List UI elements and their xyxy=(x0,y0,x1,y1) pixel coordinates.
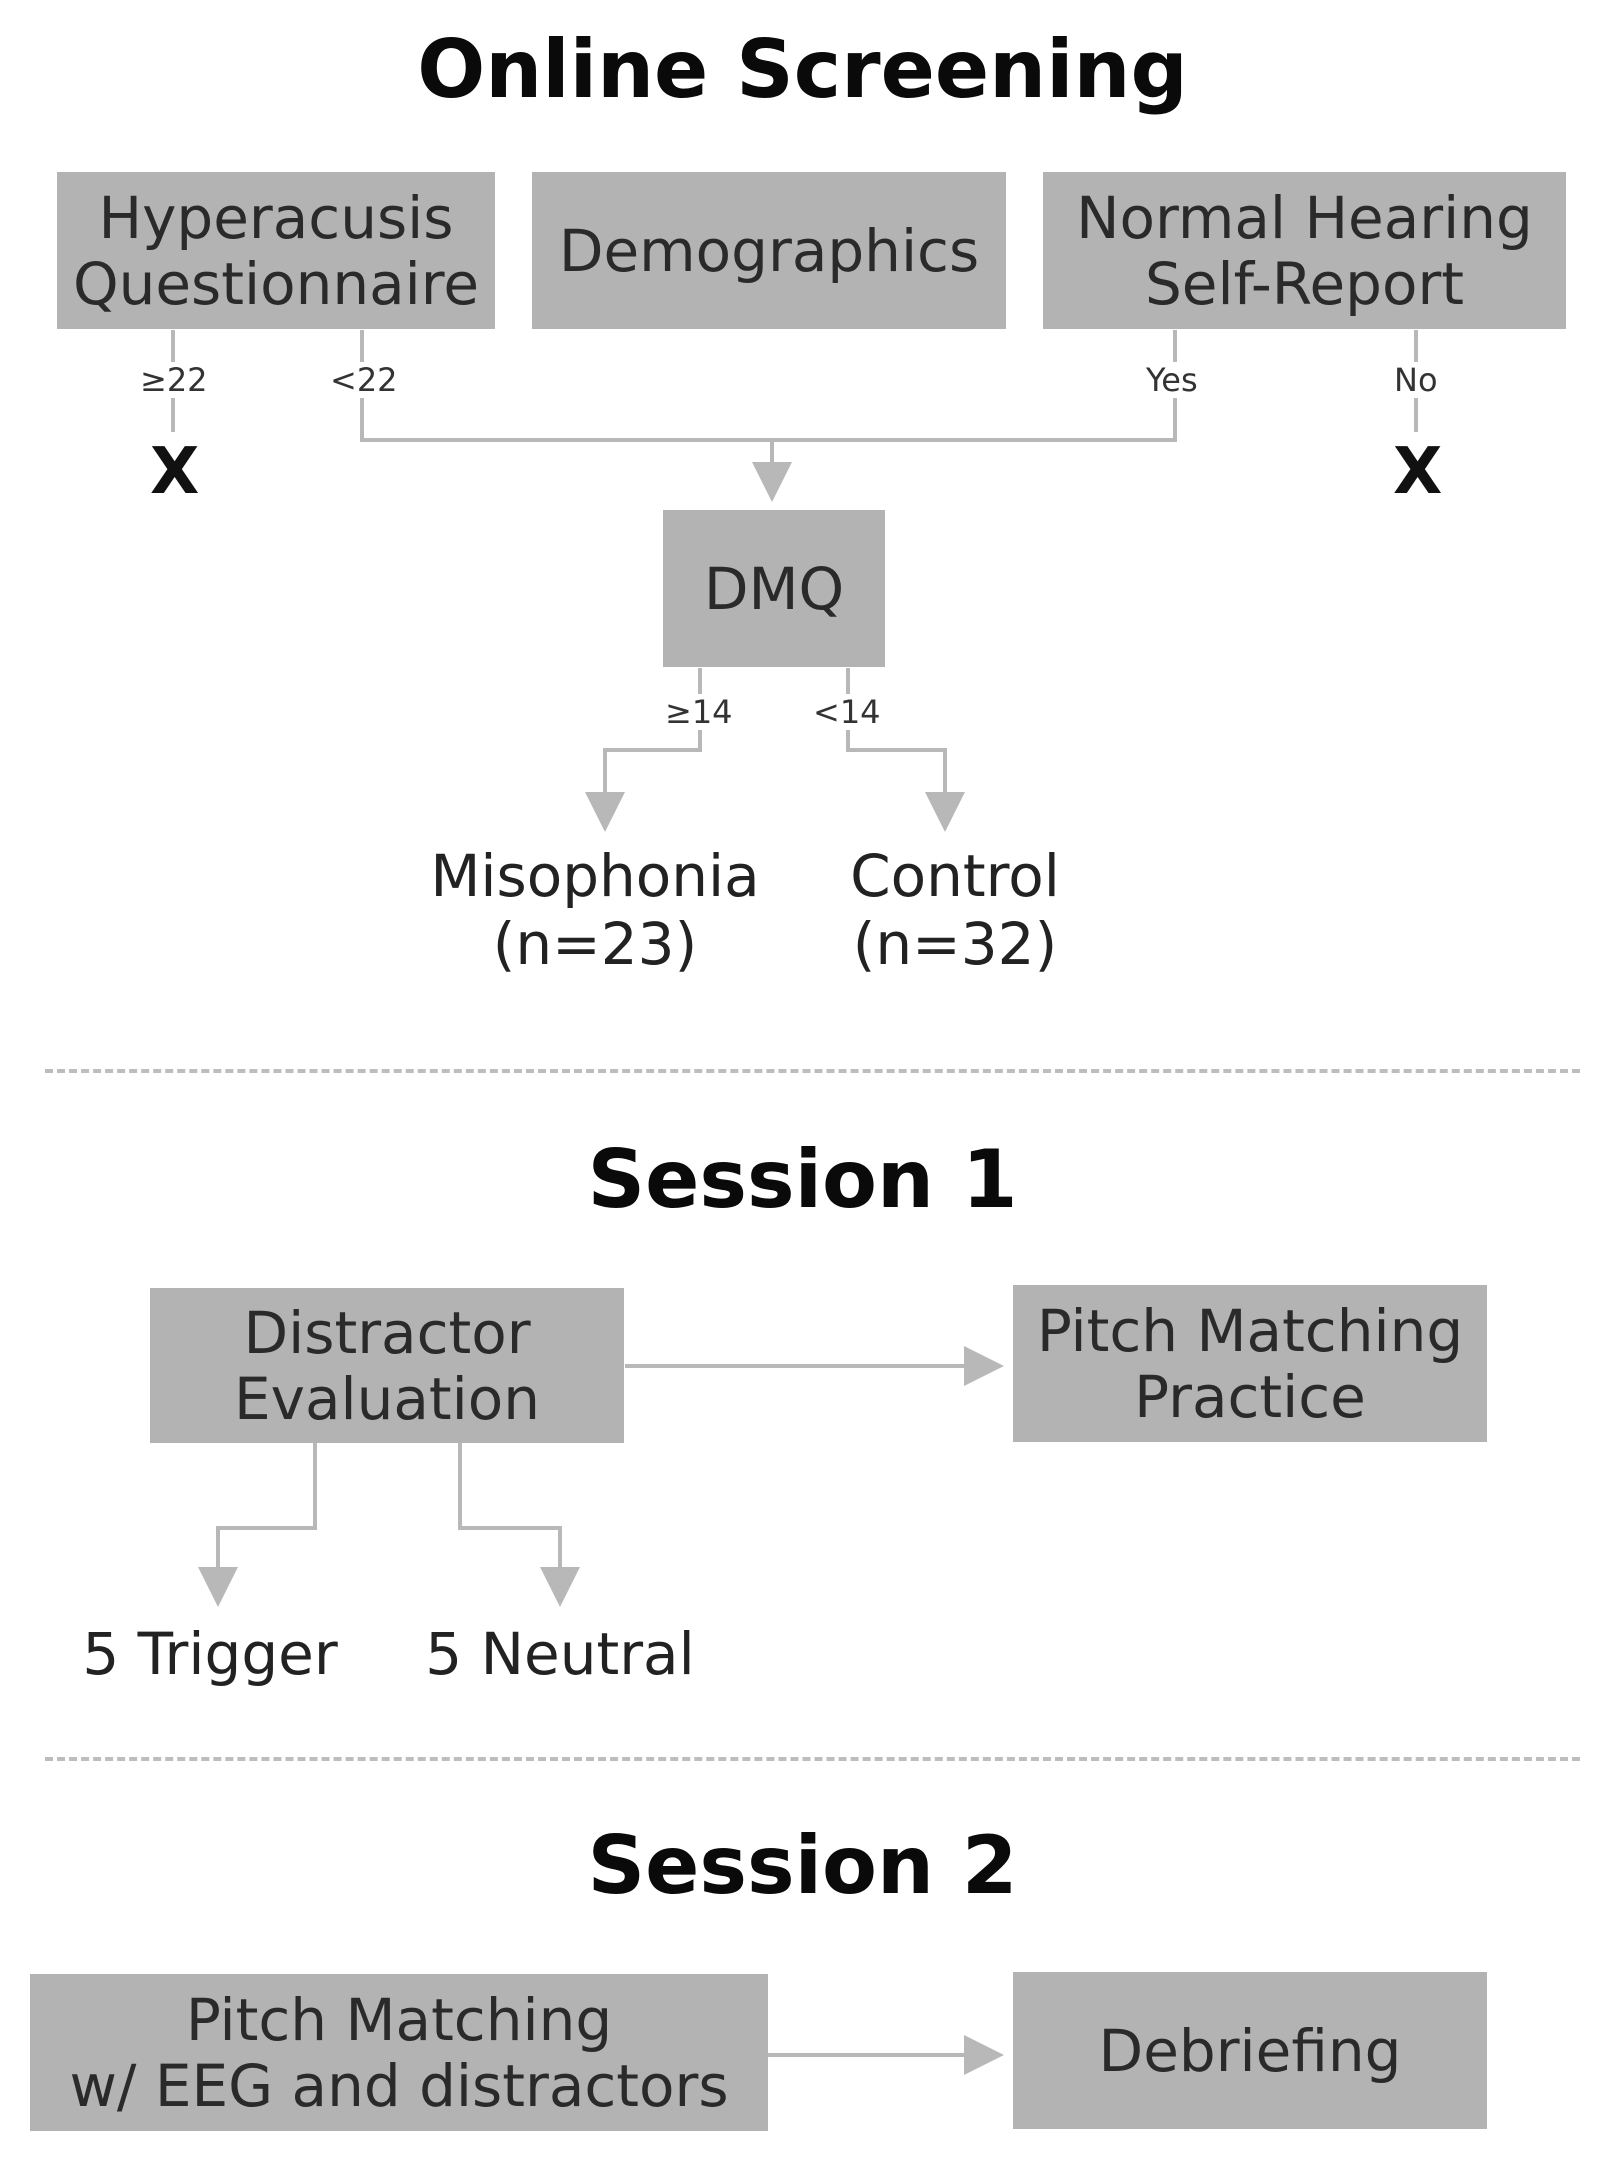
hearing-exclude-label: No xyxy=(1390,362,1442,398)
dmq-high-arrow xyxy=(585,668,702,832)
normal-hearing-line-2: Self-Report xyxy=(1144,249,1465,318)
pitch-matching-practice-box: Pitch Matching Practice xyxy=(1013,1285,1487,1442)
eeg-line-1: Pitch Matching xyxy=(185,1985,613,2054)
normal-hearing-box: Normal Hearing Self-Report xyxy=(1043,172,1566,329)
session-1-title: Session 1 xyxy=(587,1133,1018,1226)
hearing-pass-label: Yes xyxy=(1142,362,1202,398)
distractor-to-trigger-arrow xyxy=(198,1443,317,1607)
demographics-label: Demographics xyxy=(558,216,980,285)
section-divider-2 xyxy=(45,1757,1580,1761)
debriefing-label: Debriefing xyxy=(1098,2016,1402,2085)
hyperacusis-line-1: Hyperacusis xyxy=(98,183,454,252)
practice-line-1: Pitch Matching xyxy=(1036,1296,1464,1365)
hyper-exclude-label: ≥22 xyxy=(136,362,212,398)
session-2-title: Session 2 xyxy=(587,1819,1018,1912)
normal-hearing-line-1: Normal Hearing xyxy=(1076,183,1533,252)
control-count: (n=32) xyxy=(852,910,1058,978)
distractor-line-2: Evaluation xyxy=(233,1364,541,1433)
misophonia-group: Misophonia (n=23) xyxy=(420,842,770,978)
practice-line-2: Practice xyxy=(1134,1362,1366,1431)
dmq-box: DMQ xyxy=(663,510,885,667)
misophonia-label: Misophonia xyxy=(430,842,760,910)
hearing-exclusion-mark: X xyxy=(1393,435,1443,509)
distractor-evaluation-box: Distractor Evaluation xyxy=(150,1288,624,1443)
hyper-pass-path xyxy=(360,330,1177,442)
trigger-outcome: 5 Trigger xyxy=(82,1620,338,1688)
control-label: Control xyxy=(850,842,1060,910)
pitch-matching-eeg-box: Pitch Matching w/ EEG and distractors xyxy=(30,1974,768,2131)
hyper-exclusion-mark: X xyxy=(150,435,200,509)
eeg-line-2: w/ EEG and distractors xyxy=(69,2051,729,2120)
dmq-high-label: ≥14 xyxy=(661,694,737,730)
dmq-low-label: <14 xyxy=(809,694,885,730)
hyper-pass-label: <22 xyxy=(326,362,402,398)
neutral-outcome: 5 Neutral xyxy=(425,1620,695,1688)
debriefing-box: Debriefing xyxy=(1013,1972,1487,2129)
distractor-to-neutral-arrow xyxy=(458,1443,580,1607)
control-group: Control (n=32) xyxy=(815,842,1095,978)
distractor-line-1: Distractor xyxy=(243,1298,531,1367)
dmq-low-arrow xyxy=(846,668,965,832)
online-screening-title: Online Screening xyxy=(417,23,1188,116)
misophonia-count: (n=23) xyxy=(492,910,698,978)
demographics-box: Demographics xyxy=(532,172,1006,329)
hyperacusis-questionnaire-box: Hyperacusis Questionnaire xyxy=(57,172,495,329)
hyperacusis-line-2: Questionnaire xyxy=(72,249,480,318)
dmq-label: DMQ xyxy=(703,554,845,623)
section-divider-1 xyxy=(45,1069,1580,1073)
